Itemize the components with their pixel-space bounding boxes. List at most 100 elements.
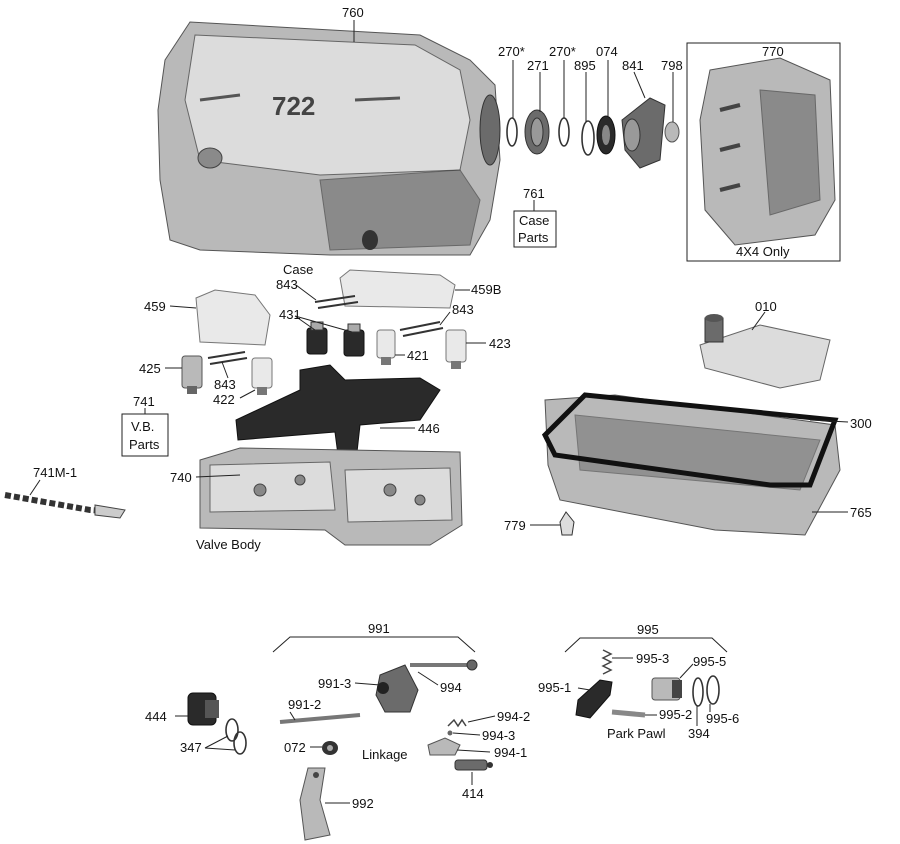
part-labels: 760 270* 271 270* 895 074 841 798 770 4X… bbox=[33, 5, 872, 811]
magnet-779 bbox=[559, 511, 575, 536]
label-valve-body: Valve Body bbox=[196, 537, 261, 552]
label-995-5: 995-5 bbox=[693, 654, 726, 669]
lever-991-3 bbox=[375, 664, 419, 713]
label-422: 422 bbox=[213, 392, 235, 407]
label-4x4-only: 4X4 Only bbox=[736, 244, 790, 259]
case-casting-number: 722 bbox=[272, 91, 315, 121]
leader-lines bbox=[29, 20, 849, 804]
spring-995-3 bbox=[601, 649, 613, 675]
label-995-2: 995-2 bbox=[659, 707, 692, 722]
detent-994-1 bbox=[427, 737, 461, 756]
wiring-harness-741m1 bbox=[4, 492, 126, 519]
label-995: 995 bbox=[637, 622, 659, 637]
snap-ring-995-6 bbox=[706, 675, 720, 705]
label-444: 444 bbox=[145, 709, 167, 724]
label-995-6: 995-6 bbox=[706, 711, 739, 726]
nut-798 bbox=[664, 121, 680, 143]
label-347: 347 bbox=[180, 740, 202, 755]
label-740: 740 bbox=[170, 470, 192, 485]
label-270-left: 270* bbox=[498, 44, 525, 59]
label-park-pawl: Park Pawl bbox=[607, 726, 666, 741]
clip-843-top bbox=[314, 295, 359, 309]
label-779: 779 bbox=[504, 518, 526, 533]
pawl-995-1 bbox=[575, 679, 613, 719]
label-761-parts: Parts bbox=[518, 230, 549, 245]
label-394: 394 bbox=[688, 726, 710, 741]
snap-ring-270-left bbox=[506, 117, 518, 147]
box-761 bbox=[513, 210, 557, 248]
shaft-992 bbox=[299, 767, 331, 841]
pin-995-2 bbox=[611, 709, 646, 718]
label-994-2: 994-2 bbox=[497, 709, 530, 724]
label-995-3: 995-3 bbox=[636, 651, 669, 666]
oil-pan-765 bbox=[544, 394, 841, 536]
seal-074 bbox=[596, 115, 616, 155]
label-895: 895 bbox=[574, 58, 596, 73]
label-843-left: 843 bbox=[214, 377, 236, 392]
adapter-housing-770 bbox=[699, 57, 836, 246]
label-761: 761 bbox=[523, 186, 545, 201]
cover-459 bbox=[195, 289, 271, 346]
label-741-parts: Parts bbox=[129, 437, 160, 452]
label-843-top: 843 bbox=[276, 277, 298, 292]
flange-841 bbox=[621, 97, 666, 169]
solenoid-421 bbox=[376, 329, 396, 365]
label-446: 446 bbox=[418, 421, 440, 436]
sensor-414 bbox=[454, 759, 493, 771]
label-798: 798 bbox=[661, 58, 683, 73]
label-843-right: 843 bbox=[452, 302, 474, 317]
clip-843-left bbox=[207, 351, 248, 365]
connector-444 bbox=[187, 692, 219, 726]
label-741m1: 741M-1 bbox=[33, 465, 77, 480]
solenoid-431-left bbox=[306, 321, 328, 355]
label-414: 414 bbox=[462, 786, 484, 801]
label-991-3: 991-3 bbox=[318, 676, 351, 691]
cone-995-5 bbox=[651, 677, 682, 701]
solenoid-425 bbox=[181, 355, 203, 394]
label-761-case: Case bbox=[519, 213, 549, 228]
label-459b: 459B bbox=[471, 282, 501, 297]
solenoid-423 bbox=[445, 329, 467, 369]
solenoid-422 bbox=[251, 357, 273, 395]
solenoid-431-right bbox=[343, 323, 365, 357]
label-074: 074 bbox=[596, 44, 618, 59]
pan-gasket-300 bbox=[541, 392, 839, 488]
label-459: 459 bbox=[144, 299, 166, 314]
clip-843-right bbox=[399, 321, 444, 337]
label-741-vb: V.B. bbox=[131, 419, 154, 434]
ring-394 bbox=[692, 677, 704, 707]
label-841: 841 bbox=[622, 58, 644, 73]
label-425: 425 bbox=[139, 361, 161, 376]
label-995-1: 995-1 bbox=[538, 680, 571, 695]
conductor-plate-446 bbox=[235, 364, 441, 471]
label-991: 991 bbox=[368, 621, 390, 636]
label-992: 992 bbox=[352, 796, 374, 811]
label-741: 741 bbox=[133, 394, 155, 409]
pin-994-3 bbox=[447, 730, 453, 736]
spring-994-2 bbox=[447, 718, 467, 728]
bearing-271 bbox=[524, 109, 550, 155]
label-010: 010 bbox=[755, 299, 777, 314]
label-linkage: Linkage bbox=[362, 747, 408, 762]
label-270-right: 270* bbox=[549, 44, 576, 59]
seal-072 bbox=[322, 741, 338, 755]
transmission-case-760: 722 bbox=[157, 21, 501, 256]
label-271: 271 bbox=[527, 58, 549, 73]
label-300: 300 bbox=[850, 416, 872, 431]
label-421: 421 bbox=[407, 348, 429, 363]
label-994: 994 bbox=[440, 680, 462, 695]
bracket-995 bbox=[564, 637, 728, 653]
rod-994 bbox=[410, 659, 478, 671]
label-423: 423 bbox=[489, 336, 511, 351]
box-741 bbox=[121, 413, 169, 457]
cover-459b bbox=[339, 269, 456, 309]
oil-filter-010 bbox=[699, 314, 831, 389]
label-case: Case bbox=[283, 262, 313, 277]
bracket-991 bbox=[272, 636, 476, 653]
label-760: 760 bbox=[342, 5, 364, 20]
label-431: 431 bbox=[279, 307, 301, 322]
label-765: 765 bbox=[850, 505, 872, 520]
label-994-1: 994-1 bbox=[494, 745, 527, 760]
rod-991-2 bbox=[279, 713, 361, 724]
